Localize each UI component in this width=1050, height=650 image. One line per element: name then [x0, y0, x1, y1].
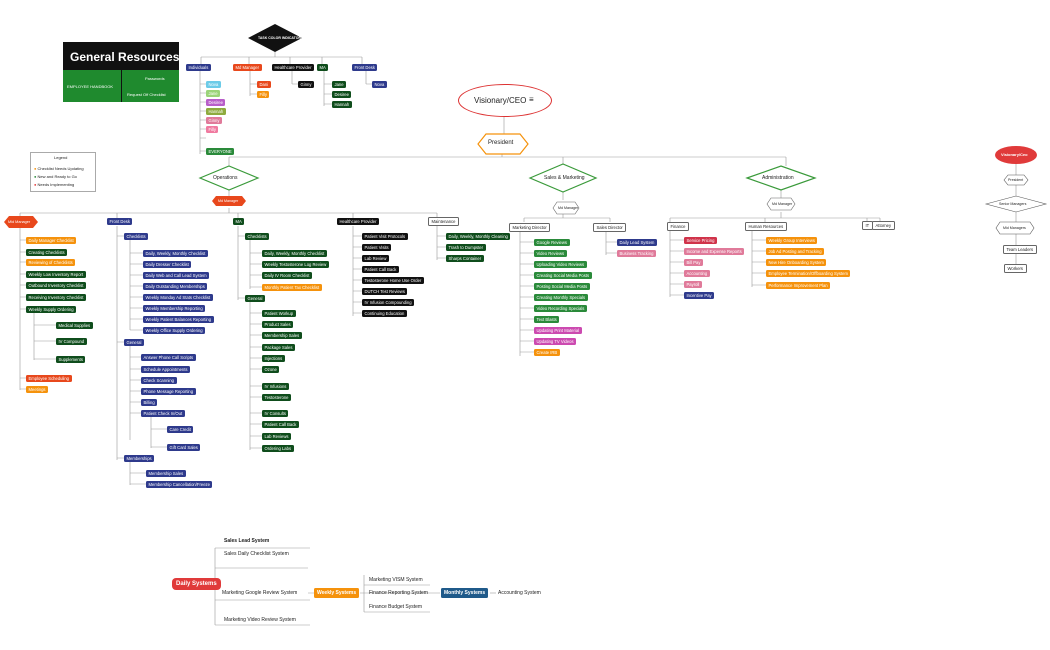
general-resources-title: General Resources [70, 50, 180, 64]
hierarchy-senior[interactable]: Senior Managers [999, 202, 1027, 206]
employee-handbook-link[interactable]: EMPLOYEE HANDBOOK [67, 84, 114, 89]
hierarchy-team[interactable]: Team Leaders [1003, 245, 1037, 255]
president-label[interactable]: President [488, 140, 514, 146]
healthcare-dept[interactable]: Healthcare Provider [337, 218, 380, 226]
hierarchy-ceo[interactable] [995, 146, 1037, 164]
hierarchy-mid[interactable]: Mid Managers [1003, 226, 1026, 230]
healthcare-provider-node[interactable]: Healthcare Provider [272, 64, 315, 72]
hr-dept[interactable]: Human Resources [745, 222, 787, 232]
sales-director-dept[interactable]: Sales Director [593, 223, 627, 233]
hierarchy-president[interactable]: President [1008, 178, 1024, 182]
operations-diamond [198, 165, 260, 191]
legend-item-1: ● New and Ready to Go [34, 174, 77, 179]
hierarchy-workers[interactable]: Workers [1004, 264, 1027, 274]
legend-box [30, 152, 96, 192]
task-color-title: TASK COLOR INDICATORS [258, 36, 304, 40]
front-desk-dept[interactable]: Front Desk [107, 218, 133, 226]
individuals-node[interactable]: Individuals [186, 64, 211, 72]
mid-manager-label[interactable]: Mid Manager [8, 220, 31, 224]
finance-dept[interactable]: Finance [667, 222, 689, 232]
sales-marketing-label[interactable]: Sales & Marketing [544, 175, 585, 181]
president-hex [477, 133, 529, 155]
monthly-systems[interactable]: Monthly Systems [441, 588, 489, 598]
passwords-link[interactable]: Passwords [145, 76, 165, 81]
legend-item-2: ● Needs Implementing [34, 182, 75, 187]
menu-icon: ≡ [529, 95, 534, 104]
maintenance-dept[interactable]: Maintenance [428, 217, 459, 227]
ma-dept[interactable]: MA [233, 218, 245, 226]
admin-diamond [745, 165, 817, 191]
legend-item-0: ● Checklist Needs Updating [34, 166, 84, 171]
visionary-ceo-node[interactable] [458, 84, 552, 117]
marketing-director-dept[interactable]: Marketing Director [509, 223, 551, 233]
weekly-systems[interactable]: Weekly Systems [314, 588, 360, 598]
attorney-dept[interactable]: Attorney [872, 221, 895, 231]
operations-label[interactable]: Operations [213, 175, 238, 181]
ma-node[interactable]: MA [317, 64, 329, 72]
front-desk-node[interactable]: Front Desk [352, 64, 378, 72]
sales-diamond [528, 163, 598, 193]
request-off-link[interactable]: Request Off Checklist [127, 92, 166, 97]
daily-systems[interactable]: Daily Systems [172, 578, 221, 590]
md-manager-node[interactable]: Md Manager [233, 64, 262, 72]
task-color-diamond [248, 24, 302, 52]
administration-label[interactable]: Administration [762, 175, 794, 181]
